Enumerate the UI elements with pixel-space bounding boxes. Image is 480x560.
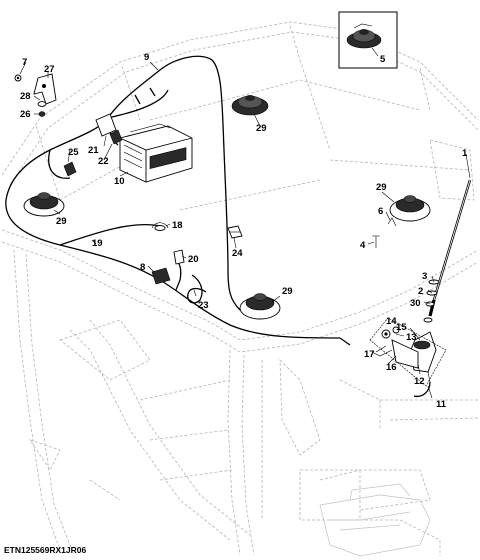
- callout-22: 22: [98, 156, 109, 167]
- callout-8: 8: [140, 262, 145, 273]
- seat-outline: [319, 483, 431, 557]
- callout-13: 13: [406, 332, 417, 343]
- cab-frame-outline: [13, 249, 479, 556]
- connector-21-22: [95, 113, 123, 145]
- bolt-4: [372, 235, 380, 248]
- callout-4: 4: [360, 240, 366, 251]
- callout-6: 6: [378, 206, 383, 217]
- figure-id-label: ETN125569RX1JR06: [4, 545, 86, 555]
- wiring-harness: [5, 55, 351, 346]
- cab-roof-outline: [1, 21, 479, 353]
- clip-18: [151, 222, 169, 231]
- callout-7: 7: [22, 57, 27, 68]
- washer-28: [37, 101, 47, 107]
- callout-18: 18: [172, 220, 183, 231]
- leader-lines: [19, 47, 471, 399]
- bracket-27: [33, 73, 57, 105]
- callout-28: 28: [20, 91, 31, 102]
- callout-26: 26: [20, 109, 31, 120]
- callout-15: 15: [396, 322, 407, 333]
- cable-11: [413, 381, 431, 398]
- callout-27: 27: [44, 64, 55, 75]
- callout-30: 30: [410, 298, 421, 309]
- antenna-washers: [425, 279, 440, 307]
- speaker-bottom: [239, 293, 281, 320]
- radio-unit: [119, 123, 193, 183]
- callout-21: 21: [88, 145, 99, 156]
- callout-19: 19: [92, 238, 103, 249]
- speaker-top-center: [231, 95, 269, 116]
- callout-16: 16: [386, 362, 397, 373]
- callout-labels: 9 5 7 27 28 26 25 21 22 10 1 29 29 29 29…: [20, 52, 468, 410]
- clip-6: [387, 217, 397, 227]
- callout-29-top: 29: [256, 123, 267, 134]
- connector-20: [173, 249, 185, 265]
- antenna-mast: [423, 179, 472, 323]
- screw-26: [38, 111, 46, 117]
- callout-10: 10: [114, 176, 125, 187]
- callout-5: 5: [380, 54, 386, 65]
- callout-3: 3: [422, 271, 427, 282]
- callout-29-right: 29: [376, 182, 387, 193]
- callout-20: 20: [188, 254, 199, 265]
- callout-12: 12: [414, 376, 425, 387]
- clip-24: [227, 225, 243, 239]
- callout-29-left: 29: [56, 216, 67, 227]
- callout-11: 11: [436, 399, 447, 410]
- callout-2: 2: [418, 286, 423, 297]
- inset-box-speaker: [338, 11, 398, 69]
- speaker-right: [389, 195, 431, 222]
- callout-23: 23: [198, 300, 209, 311]
- callout-14: 14: [386, 316, 397, 327]
- connector-25: [63, 161, 77, 177]
- nut-7: [14, 74, 22, 82]
- callout-1: 1: [462, 148, 468, 159]
- antenna-mount-bracket: [369, 317, 447, 387]
- callout-25: 25: [68, 147, 79, 158]
- callout-24: 24: [232, 248, 243, 259]
- speaker-left: [23, 192, 65, 217]
- connector-8: [151, 267, 171, 285]
- callout-29-bottom: 29: [282, 286, 293, 297]
- callout-9: 9: [144, 52, 149, 63]
- callout-17: 17: [364, 349, 375, 360]
